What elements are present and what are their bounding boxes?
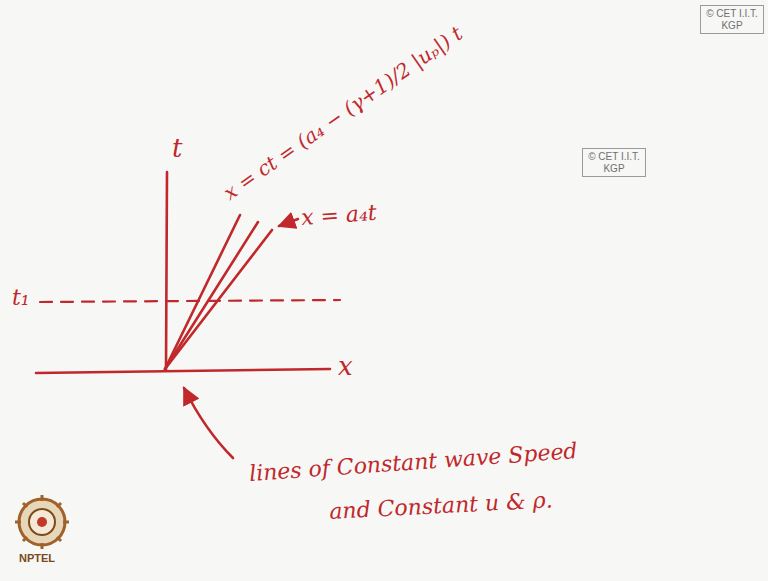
watermark-box: © CET I.I.T. KGP (700, 5, 764, 34)
time-label: t₁ (12, 286, 30, 310)
logo-text: NPTEL (19, 552, 55, 564)
axis-label: x (338, 352, 353, 381)
axis-label: t (172, 134, 182, 163)
equation: x = a₄t (300, 201, 377, 230)
wave-line-ct (165, 215, 240, 369)
pointer-arrow (279, 219, 298, 226)
x-axis (36, 369, 330, 373)
t1-dashed-line (40, 300, 340, 302)
note: lines of Constant wave Speed (248, 439, 578, 486)
callout-arrow (184, 388, 233, 458)
equation: x = ct = (a₄ − (γ+1)/2 |uₚ|) t (219, 22, 466, 204)
watermark-text: © CET I.I.T. KGP (587, 151, 641, 174)
nptel-logo (15, 495, 69, 549)
watermark-box: © CET I.I.T. KGP (582, 148, 646, 177)
watermark-text: © CET I.I.T. KGP (705, 8, 759, 31)
t-axis (166, 172, 167, 370)
fan-line (165, 222, 258, 369)
note: and Constant u & ρ. (329, 488, 553, 524)
wave-line-a4t (165, 230, 272, 369)
